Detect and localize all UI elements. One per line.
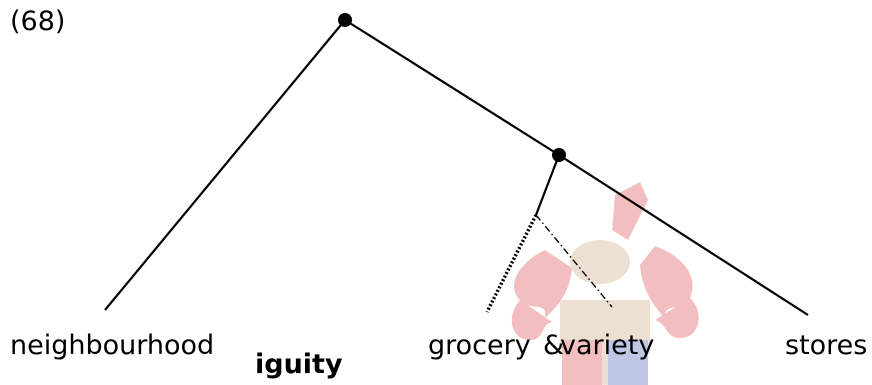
crest-mantling-right bbox=[640, 246, 693, 318]
footer-fragment-text: iguity bbox=[255, 349, 343, 380]
tree-edges bbox=[104, 19, 809, 316]
edge-root-node2 bbox=[344, 19, 560, 156]
edge-root-neighbourhood bbox=[104, 19, 346, 311]
crest-watermark bbox=[511, 182, 699, 385]
crest-shield-quarter-blue bbox=[608, 340, 648, 385]
leaf-ampersand: & bbox=[543, 330, 565, 361]
edge-node2-stores bbox=[558, 154, 809, 316]
crest-shield bbox=[560, 300, 650, 385]
root-node-dot bbox=[338, 13, 352, 27]
leaf-grocery: grocery bbox=[428, 330, 531, 361]
crest-helm bbox=[570, 240, 630, 284]
inner-node-dot bbox=[552, 148, 566, 162]
crest-mantling-right-2 bbox=[655, 298, 699, 338]
edge-node2-node3 bbox=[534, 154, 561, 216]
leaf-variety: variety bbox=[560, 330, 655, 361]
leaf-neighbourhood: neighbourhood bbox=[10, 330, 215, 361]
crest-mantling-left-2 bbox=[511, 300, 552, 340]
crest-torch bbox=[612, 182, 648, 240]
example-number: (68) bbox=[10, 6, 66, 37]
leaf-stores: stores bbox=[785, 330, 868, 361]
crest-shield-quarter-red bbox=[562, 340, 602, 385]
crest-mantling-left bbox=[514, 250, 572, 318]
edge-node3-variety-dashdot bbox=[535, 214, 613, 308]
